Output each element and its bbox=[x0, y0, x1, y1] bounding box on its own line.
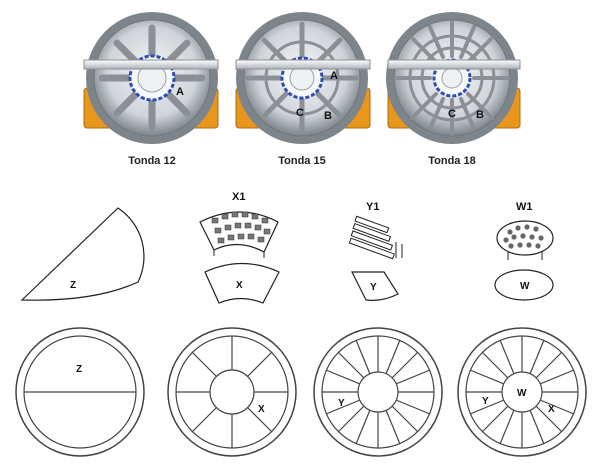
grid-plate-y1 bbox=[348, 215, 403, 260]
wheel-label: C bbox=[448, 108, 456, 120]
layout-z: Z bbox=[15, 327, 145, 457]
spokes bbox=[322, 336, 434, 448]
caption-tonda-15: Tonda 15 bbox=[278, 155, 326, 167]
layout-label: Y bbox=[338, 398, 345, 409]
layout-label: X bbox=[548, 404, 555, 415]
clamp-bar bbox=[235, 59, 371, 70]
piece-header: X1 bbox=[232, 191, 245, 203]
layout-label: X bbox=[258, 404, 265, 415]
wheel-tonda-18: B C bbox=[386, 12, 521, 144]
wheel-label: A bbox=[176, 86, 184, 98]
piece-y: Y1 Y bbox=[348, 201, 403, 301]
piece-header: Y1 bbox=[366, 201, 379, 213]
piece-x: X1 X bbox=[199, 191, 280, 304]
piece-label: X bbox=[236, 280, 243, 291]
layout-x: X bbox=[167, 327, 297, 457]
layout-w: W Y X bbox=[457, 327, 587, 457]
wheel-label: A bbox=[330, 70, 338, 82]
caption-tonda-12: Tonda 12 bbox=[128, 155, 176, 167]
grid-plate-w1 bbox=[496, 220, 554, 260]
sector-x bbox=[204, 263, 280, 304]
layout-label: Z bbox=[76, 364, 82, 375]
piece-label: Z bbox=[70, 280, 76, 291]
clamp-bar bbox=[387, 59, 521, 70]
wheel-label: B bbox=[324, 110, 332, 122]
spokes bbox=[394, 20, 510, 136]
spokes bbox=[176, 336, 288, 448]
grid-plate-x1 bbox=[199, 211, 279, 258]
spokes bbox=[245, 21, 359, 135]
layout-label: W bbox=[517, 388, 527, 399]
clamp-bar bbox=[83, 59, 219, 70]
caption-tonda-18: Tonda 18 bbox=[428, 155, 476, 167]
wheel-tonda-15: A B C bbox=[235, 12, 371, 144]
piece-header: W1 bbox=[516, 201, 533, 213]
disc-w bbox=[494, 269, 554, 301]
piece-z: Z bbox=[20, 207, 145, 301]
wheel-label: B bbox=[476, 109, 484, 121]
semicircle-segment bbox=[20, 207, 145, 301]
piece-label: W bbox=[520, 281, 530, 292]
piece-w: W1 W bbox=[494, 201, 554, 301]
spokes bbox=[466, 336, 578, 448]
wheel-label: C bbox=[296, 107, 304, 119]
sector-y bbox=[351, 271, 399, 301]
spokes bbox=[98, 24, 206, 132]
layout-label: Y bbox=[482, 396, 489, 407]
layout-y: Y bbox=[313, 327, 443, 457]
piece-label: Y bbox=[370, 282, 377, 293]
wheel-tonda-12: A bbox=[83, 12, 219, 144]
